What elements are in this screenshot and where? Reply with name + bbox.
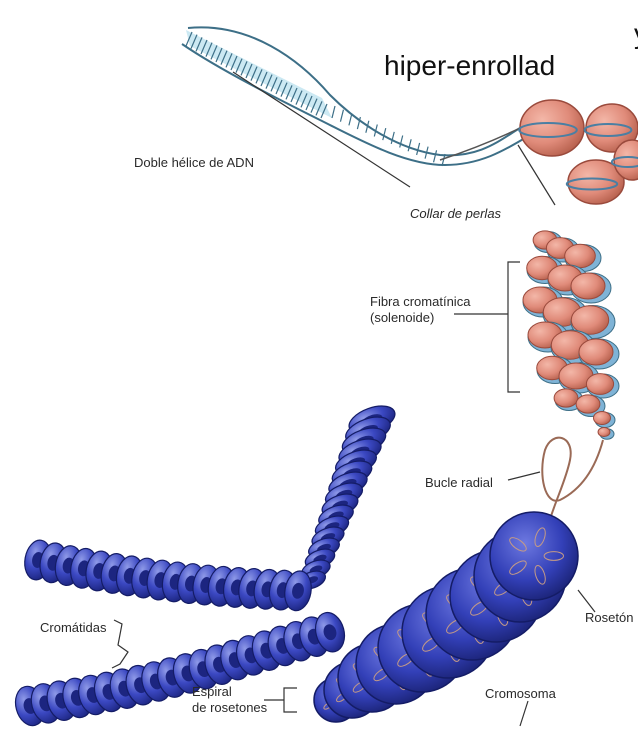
- helix-rung: [417, 143, 420, 155]
- solenoid-nucleosome: [571, 273, 605, 299]
- diagram-title: y hiper-enrollad: [384, 18, 638, 82]
- label-chromosome: Cromosoma: [485, 686, 556, 701]
- linker-dna: [440, 128, 520, 160]
- label-rosette-spiral-1: Espiral: [192, 684, 232, 699]
- loop-leader: [508, 472, 540, 480]
- solenoid-nucleosome: [598, 427, 610, 436]
- solenoid-nucleosome: [586, 374, 613, 395]
- solenoid-bracket: [508, 262, 520, 392]
- helix-rung: [383, 128, 386, 140]
- label-chromatin-fiber-1: Fibra cromatínica: [370, 294, 470, 309]
- helix-rung: [408, 139, 411, 151]
- helix-rung: [434, 150, 437, 162]
- helix-rung: [332, 106, 335, 118]
- helix-rung: [391, 132, 394, 144]
- solenoid-nucleosome: [554, 389, 578, 407]
- solenoid-nucleosome: [571, 306, 608, 335]
- solenoid-nucleosome: [565, 244, 596, 267]
- label-rosette: Rosetón: [585, 610, 633, 625]
- spiral-bracket: [284, 688, 297, 712]
- label-chromatids: Cromátidas: [40, 620, 106, 635]
- solenoid-nucleosome: [594, 412, 611, 425]
- label-radial-loop: Bucle radial: [425, 475, 493, 490]
- helix-rung: [340, 110, 343, 122]
- title-line-2: hiper-enrollad: [384, 50, 638, 82]
- chromatids-bracket: [112, 620, 128, 668]
- label-rosette-spiral-2: de rosetones: [192, 700, 267, 715]
- helix-leader: [233, 72, 410, 187]
- nucleosome-beads: [519, 100, 638, 204]
- label-pearl-necklace: Collar de perlas: [410, 206, 501, 221]
- solenoid-nucleosome: [576, 395, 600, 413]
- solenoid-nucleosome: [579, 339, 613, 365]
- helix-rung: [349, 113, 352, 125]
- label-chromatin-fiber-2: (solenoide): [370, 310, 434, 325]
- rosette-disc: [490, 512, 578, 600]
- chromosome-leader: [520, 701, 528, 726]
- title-line-1: y: [634, 18, 638, 50]
- chromatin-fiber-solenoid: [523, 231, 619, 439]
- label-dna-helix: Doble hélice de ADN: [134, 155, 254, 170]
- rosette-leader: [578, 590, 595, 612]
